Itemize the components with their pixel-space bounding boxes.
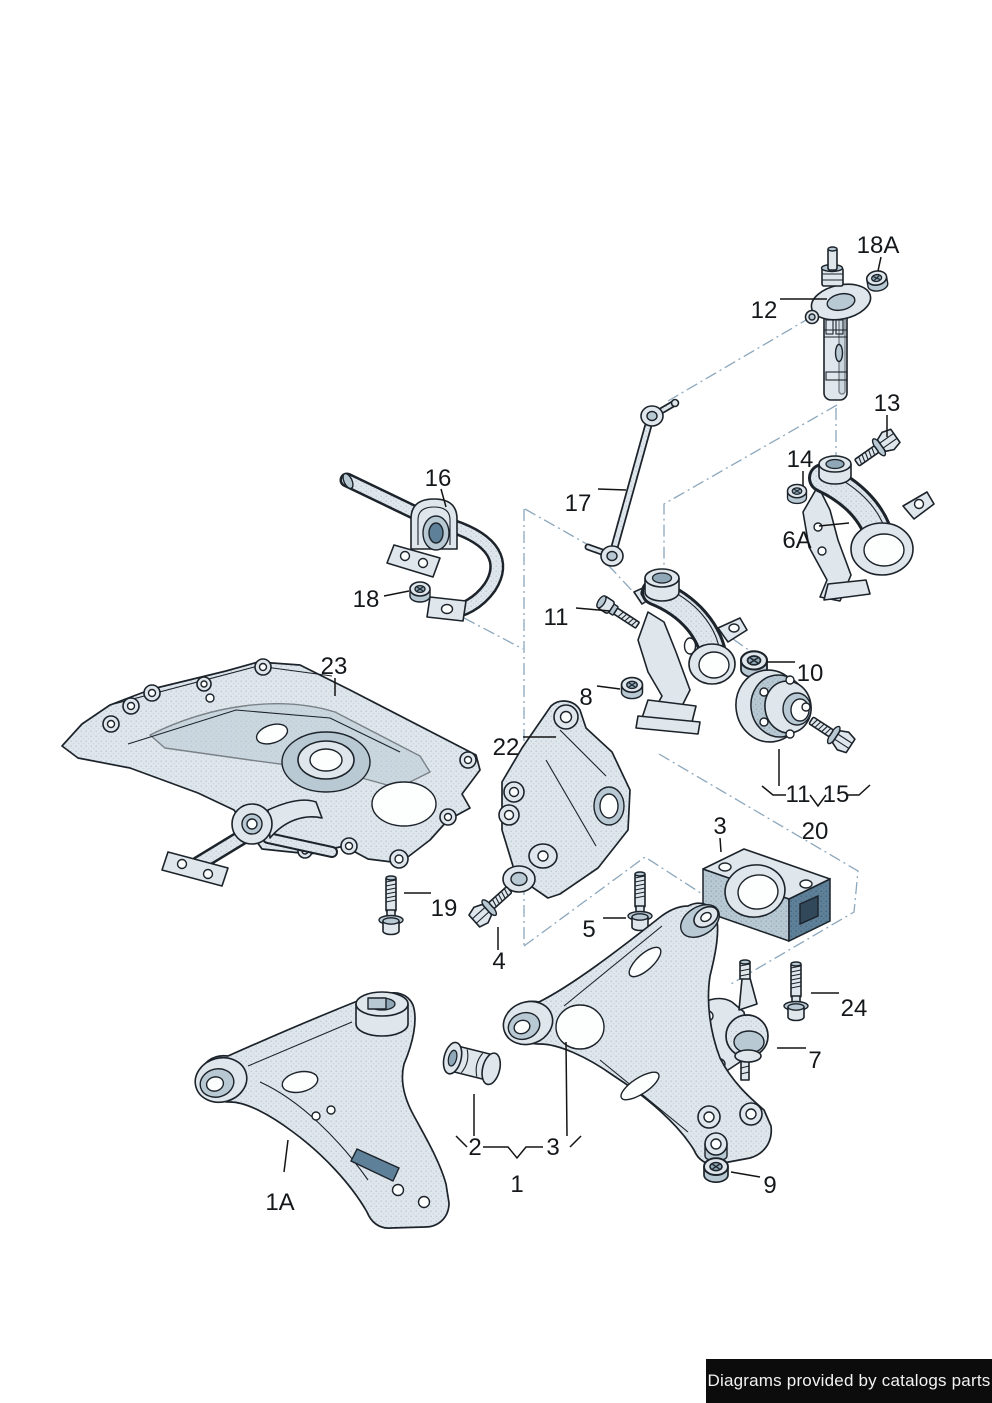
callout-18a: 18A <box>857 232 900 259</box>
part-nut-14 <box>786 483 808 505</box>
callout-labels: 18A 12 13 14 6A 16 17 18 11 8 23 10 22 1… <box>265 232 900 1216</box>
part-coupling-rod <box>584 398 680 567</box>
part-nut-9 <box>703 1157 729 1184</box>
callout-7: 7 <box>808 1047 821 1074</box>
callout-19: 19 <box>431 895 458 922</box>
callout-15: 15 <box>823 781 850 808</box>
callout-1a: 1A <box>265 1189 294 1216</box>
stabilizer-clamp <box>386 498 458 578</box>
footer-credit-text: Diagrams provided by catalogs parts <box>707 1371 991 1390</box>
part-wishbone-arm <box>502 902 773 1166</box>
part-bolt-5 <box>627 871 653 932</box>
callout-13: 13 <box>874 390 901 417</box>
callout-3-mounting: 3 <box>713 813 726 840</box>
callout-23: 23 <box>321 653 348 680</box>
part-subframe <box>61 658 481 887</box>
subframe-pendulum-arm <box>161 799 338 887</box>
part-nut-18 <box>409 581 431 603</box>
callout-14: 14 <box>787 446 814 473</box>
leader-lines <box>283 256 888 1178</box>
callout-24: 24 <box>841 995 868 1022</box>
callout-4: 4 <box>492 948 505 975</box>
callout-9: 9 <box>763 1172 776 1199</box>
part-bushing-2 <box>442 1041 502 1086</box>
callout-5: 5 <box>582 916 595 943</box>
callout-11: 11 <box>544 604 569 631</box>
callout-18: 18 <box>353 586 380 613</box>
part-suspension-strut <box>804 246 872 401</box>
part-bolt-15 <box>804 710 858 756</box>
footer-bar: Diagrams provided by catalogs parts <box>706 1359 992 1403</box>
part-nut-18a <box>864 268 890 294</box>
part-bolt-13 <box>850 426 903 473</box>
callout-11b: 11 <box>786 781 811 808</box>
part-stabilizer-bar <box>339 472 505 622</box>
part-wheel-bearing-housing-6a <box>802 455 935 602</box>
callout-17: 17 <box>565 490 592 517</box>
part-bolt-19 <box>378 875 404 936</box>
part-console-22 <box>498 700 631 899</box>
callout-16: 16 <box>425 465 452 492</box>
part-bolt-4 <box>466 880 518 930</box>
part-wheel-bearing-housing-centre <box>633 568 748 735</box>
callout-1: 1 <box>510 1171 523 1198</box>
callout-12: 12 <box>751 297 778 324</box>
callout-20: 20 <box>802 818 829 845</box>
callout-6a: 6A <box>782 527 811 554</box>
part-nut-8 <box>620 676 644 700</box>
part-bolt-11 <box>594 593 643 632</box>
callout-3-arm: 3 <box>546 1134 559 1161</box>
part-wheel-hub <box>735 669 812 743</box>
part-bonded-mounting-3 <box>702 848 831 943</box>
part-wishbone-1a <box>194 991 450 1229</box>
callout-8: 8 <box>579 684 592 711</box>
callout-2: 2 <box>468 1134 481 1161</box>
callout-22: 22 <box>493 734 520 761</box>
part-bolt-24 <box>783 961 809 1022</box>
callout-10: 10 <box>797 660 824 687</box>
